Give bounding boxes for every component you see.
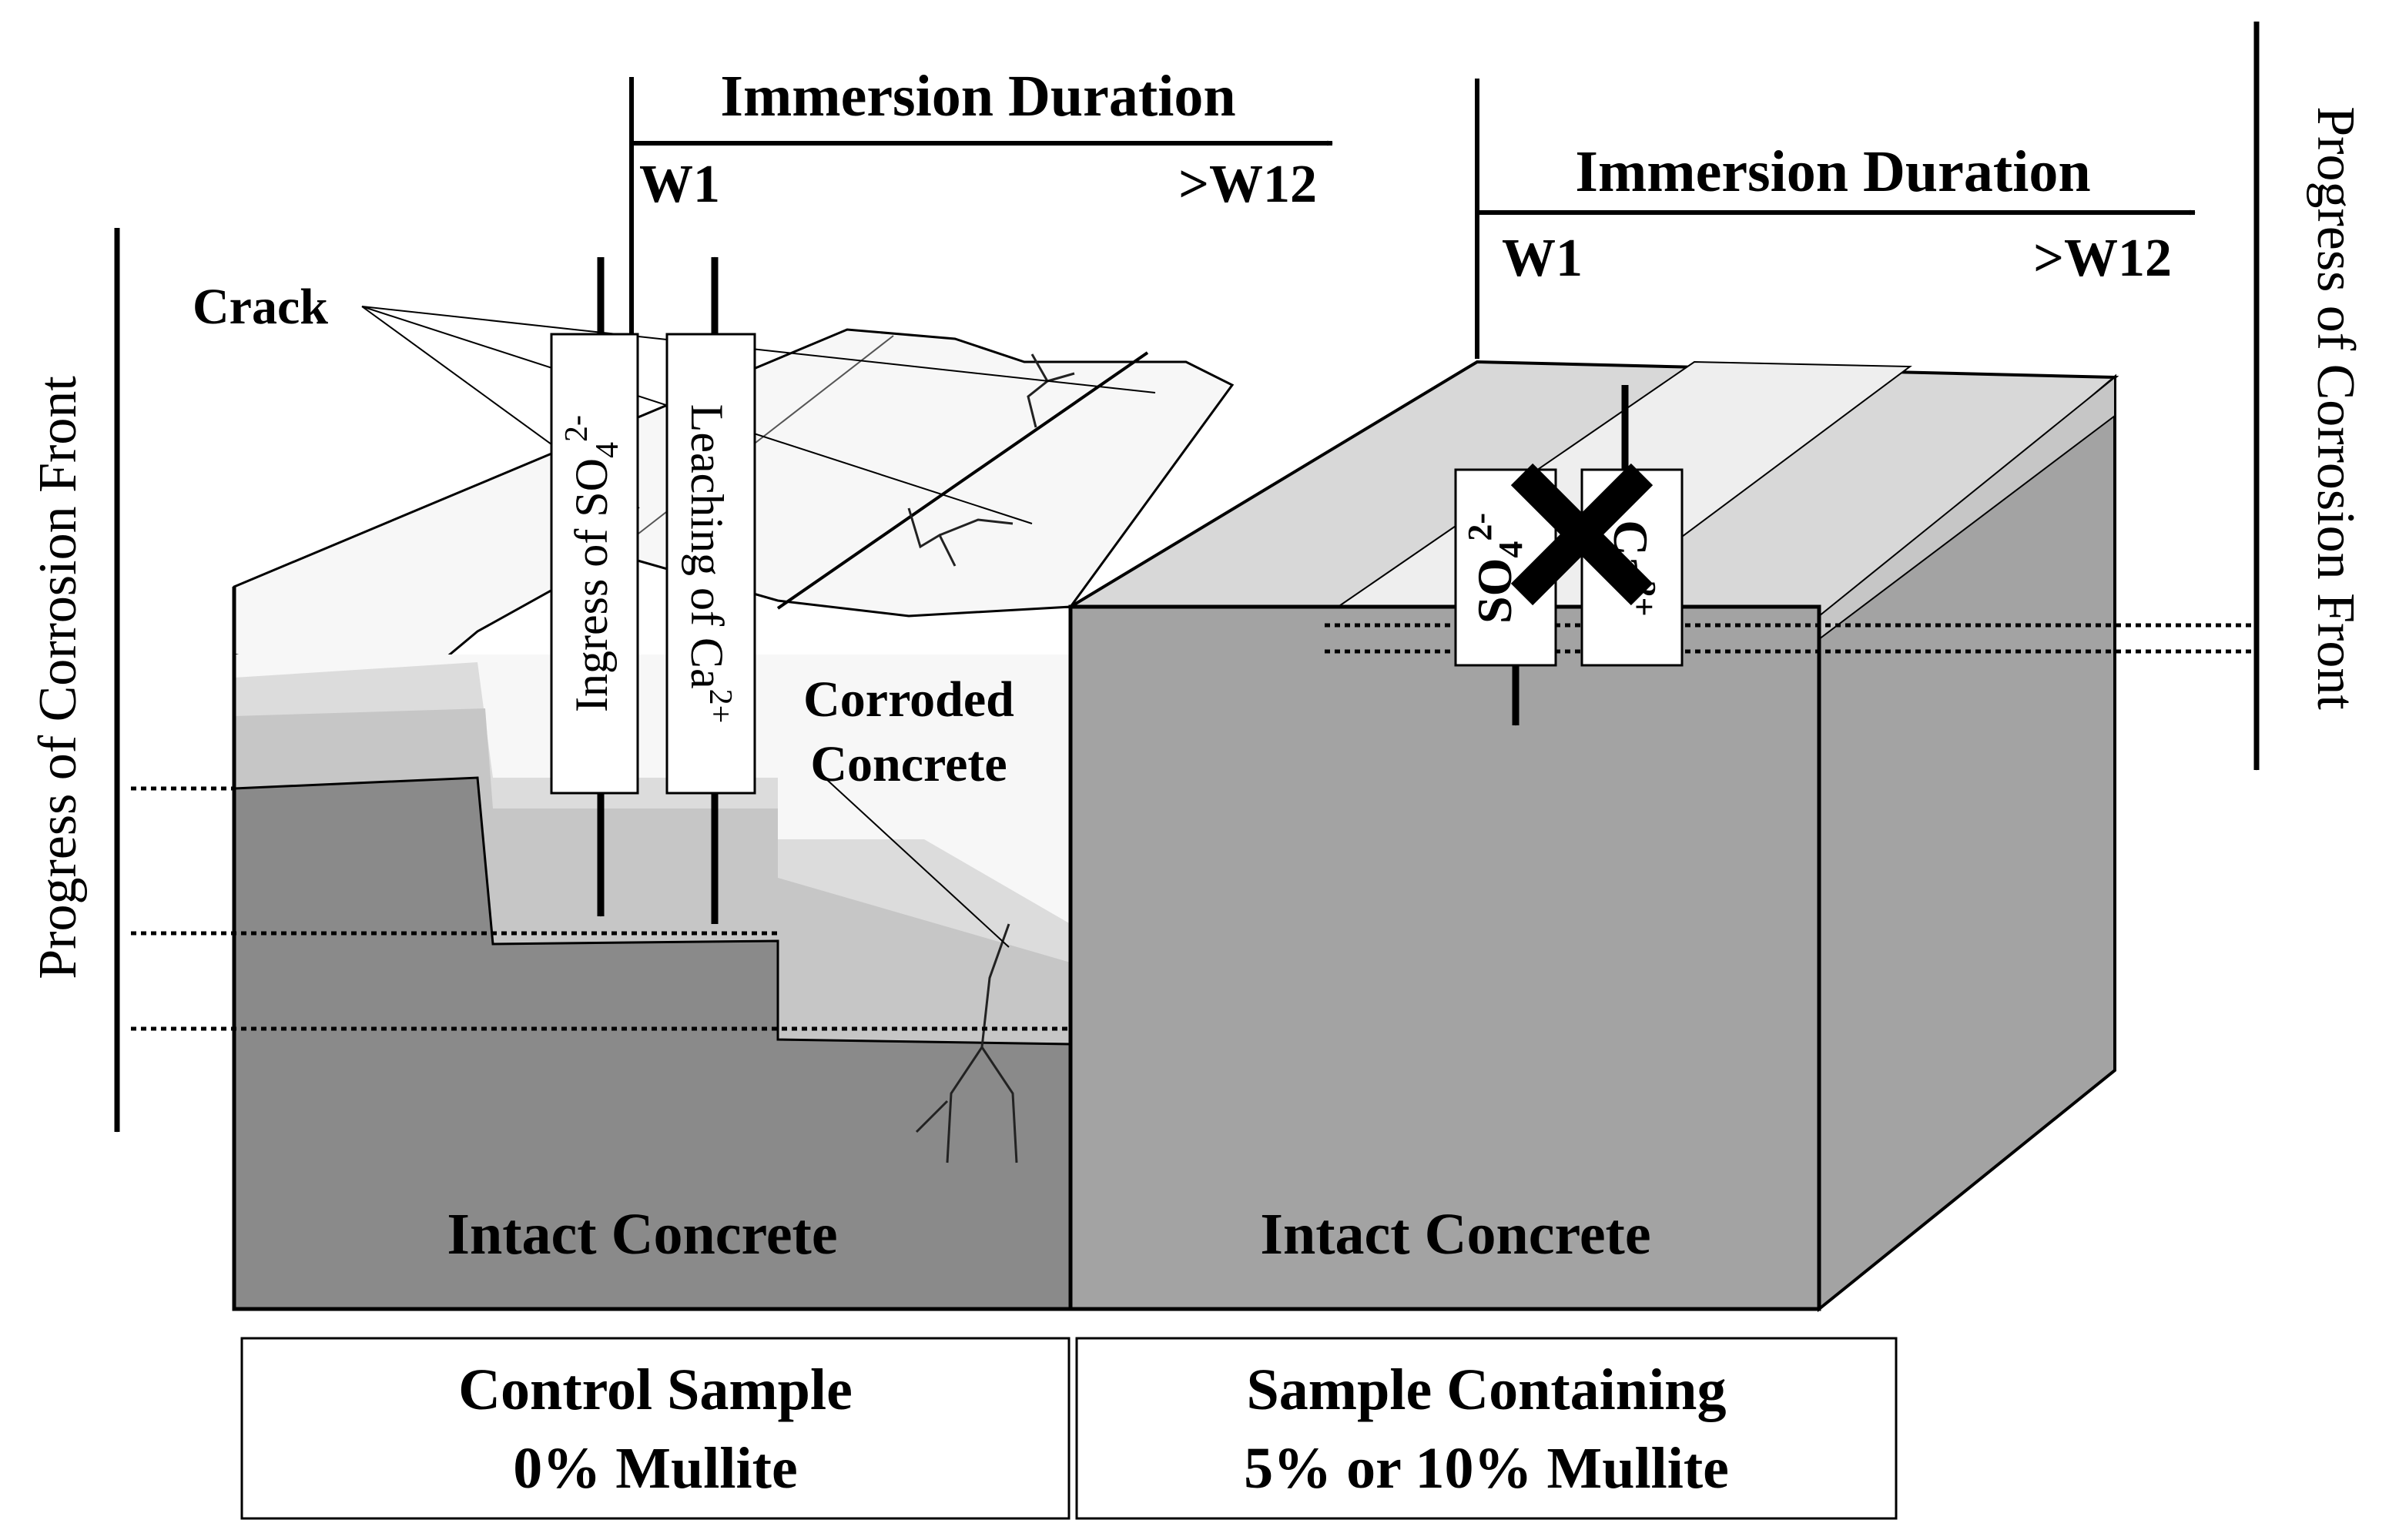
corroded-label-line2: Concrete — [810, 736, 1007, 792]
left-timeline: Immersion Duration W1 >W12 — [629, 64, 1333, 370]
right-caption-line2: 5% or 10% Mullite — [1244, 1436, 1729, 1501]
crack-leader-1 — [361, 306, 1156, 393]
right-timeline: Immersion Duration W1 >W12 — [1475, 79, 2196, 359]
left-timeline-title: Immersion Duration — [720, 64, 1235, 129]
right-timeline-end: >W12 — [2033, 229, 2172, 288]
left-caption-line1: Control Sample — [458, 1358, 853, 1422]
blocked-cross-icon — [1510, 463, 1654, 606]
left-timeline-start: W1 — [639, 155, 720, 214]
left-block — [232, 306, 1235, 1311]
left-caption-line2: 0% Mullite — [513, 1436, 797, 1501]
right-timeline-start: W1 — [1502, 229, 1583, 288]
left-caption-box: Control Sample 0% Mullite — [240, 1337, 1071, 1520]
right-intact-label: Intact Concrete — [1260, 1202, 1650, 1267]
left-intact-label: Intact Concrete — [447, 1202, 837, 1267]
right-caption-box: Sample Containing 5% or 10% Mullite — [1075, 1337, 1898, 1520]
leaching-label: Leaching of Ca2+ — [682, 404, 738, 724]
right-progress-arrow: Progress of Corrosion Front — [2253, 22, 2365, 771]
leaching-box: Leaching of Ca2+ — [665, 256, 756, 924]
left-progress-arrow: Progress of Corrosion Front — [28, 228, 120, 1133]
right-front-face — [1068, 604, 1821, 1311]
right-block — [1065, 360, 2119, 1313]
right-ion-boxes: SO42- Ca2+ — [1454, 385, 1684, 726]
right-progress-label: Progress of Corrosion Front — [2306, 106, 2365, 710]
corroded-label-line1: Corroded — [803, 671, 1014, 728]
left-progress-label: Progress of Corrosion Front — [28, 376, 88, 979]
ingress-label: Ingress of SO42- — [559, 415, 625, 712]
left-top-line-front — [776, 351, 1149, 610]
crack-leader-4 — [816, 769, 1010, 948]
left-timeline-end: >W12 — [1178, 155, 1317, 214]
right-timeline-title: Immersion Duration — [1575, 139, 2090, 204]
left-cracks — [907, 353, 1075, 1163]
crack-label: Crack — [193, 279, 328, 335]
ingress-box: Ingress of SO42- — [550, 257, 639, 917]
right-caption-line1: Sample Containing — [1247, 1358, 1727, 1422]
so4-label: SO42- — [1461, 513, 1530, 624]
